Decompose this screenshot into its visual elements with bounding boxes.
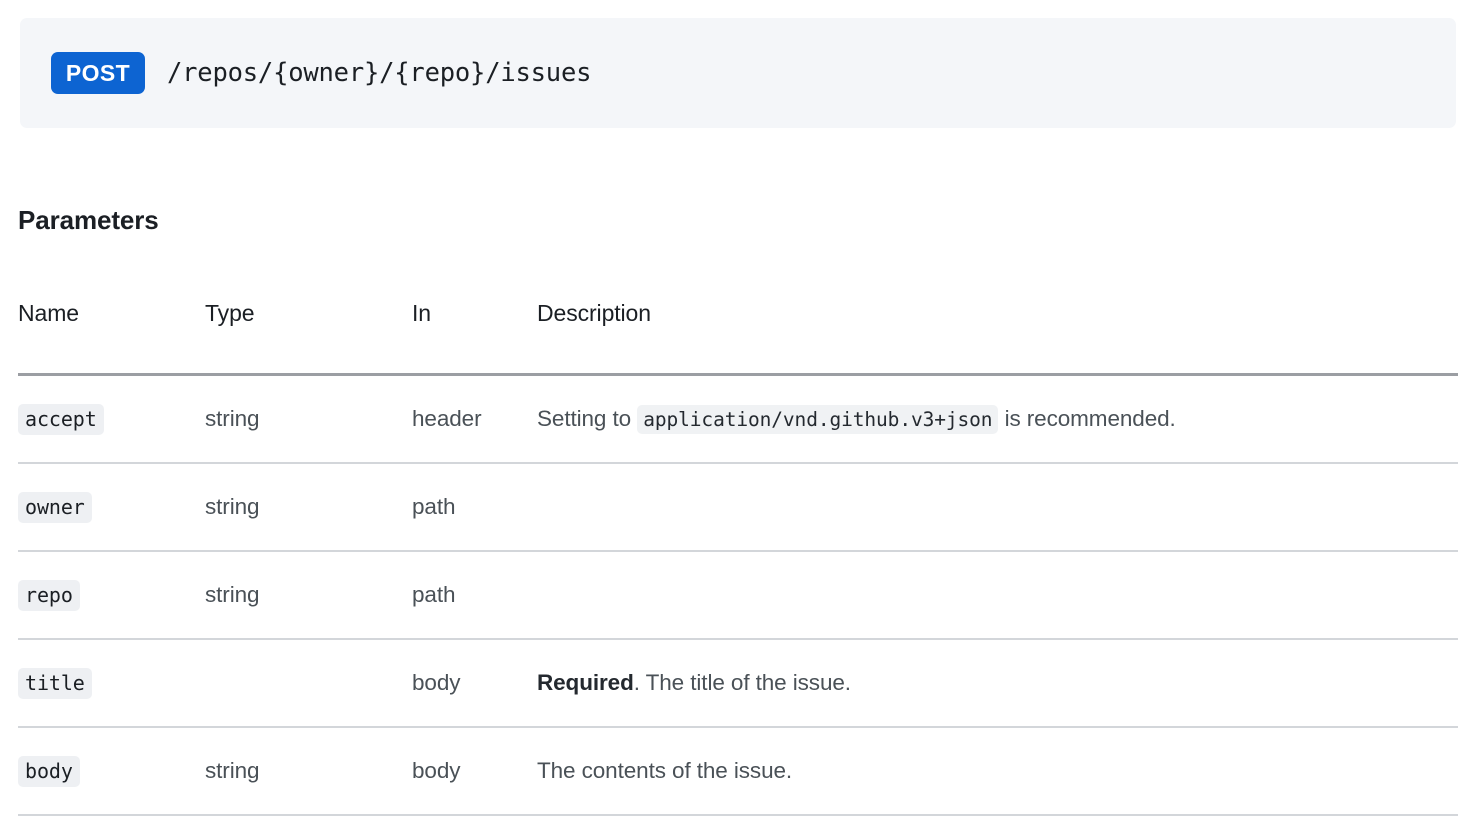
param-description-cell (537, 551, 1458, 639)
column-header-in: In (412, 300, 431, 326)
table-header-row: Name Type In Description (18, 300, 1458, 375)
table-body: accept string header Setting to applicat… (18, 375, 1458, 815)
param-description-cell: Required. The title of the issue. (537, 639, 1458, 727)
column-header-type: Type (205, 300, 255, 326)
param-name-cell: repo (18, 551, 205, 639)
param-name-cell: accept (18, 375, 205, 464)
page-title: Parameters (18, 205, 159, 235)
param-name-cell: title (18, 639, 205, 727)
http-method-badge: POST (51, 52, 145, 94)
description-suffix: . The title of the issue. (633, 670, 851, 695)
description-prefix: Setting to (537, 406, 632, 431)
table-row: title body Required. The title of the is… (18, 639, 1458, 727)
required-label: Required (537, 670, 634, 695)
param-name-cell: body (18, 727, 205, 815)
param-type-cell: string (205, 582, 260, 607)
param-name: body (18, 755, 80, 787)
table-row: owner string path (18, 463, 1458, 551)
param-type-cell: string (205, 494, 260, 519)
param-description-cell: The contents of the issue. (537, 727, 1458, 815)
parameters-table: Name Type In Description accept string h… (18, 300, 1458, 816)
param-type-cell: string (205, 758, 260, 783)
param-type-cell (205, 639, 412, 727)
param-in-cell: path (412, 494, 456, 519)
param-in-cell: path (412, 582, 456, 607)
param-name: title (18, 667, 92, 699)
endpoint-path: /repos/{owner}/{repo}/issues (167, 58, 592, 88)
table-row: accept string header Setting to applicat… (18, 375, 1458, 464)
param-name: owner (18, 491, 92, 523)
param-name-cell: owner (18, 463, 205, 551)
table-row: repo string path (18, 551, 1458, 639)
description-code: application/vnd.github.v3+json (637, 405, 999, 434)
param-name: accept (18, 403, 104, 435)
endpoint-panel: POST /repos/{owner}/{repo}/issues (20, 18, 1456, 128)
description-suffix: is recommended. (1004, 406, 1176, 431)
param-in-cell: header (412, 406, 482, 431)
column-header-description: Description (537, 300, 651, 326)
param-in-cell: body (412, 758, 461, 783)
table-header: Name Type In Description (18, 300, 1458, 375)
param-in-cell: body (412, 670, 461, 695)
description-prefix: The contents of the issue. (537, 758, 793, 783)
param-type-cell: string (205, 406, 260, 431)
param-description-cell: Setting to application/vnd.github.v3+jso… (537, 375, 1458, 464)
column-header-name: Name (18, 300, 79, 326)
table-row: body string body The contents of the iss… (18, 727, 1458, 815)
param-name: repo (18, 579, 80, 611)
param-description-cell (537, 463, 1458, 551)
